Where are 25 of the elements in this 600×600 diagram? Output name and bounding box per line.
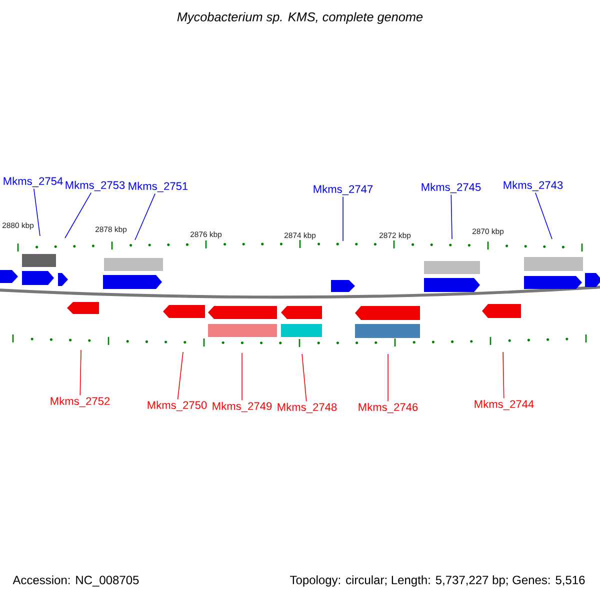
leader-line xyxy=(177,352,184,400)
leader-line xyxy=(535,192,552,240)
gene-label: Mkms_2751 xyxy=(128,182,188,192)
leader-line xyxy=(80,350,82,396)
leader-line xyxy=(502,352,504,399)
leader-line xyxy=(302,354,307,402)
title: Mycobacterium sp. KMS, complete genome xyxy=(177,12,423,24)
gene-label: Mkms_2752 xyxy=(50,396,110,408)
footer-text: Topology: circular; Length: 5,737,227 bp; Genes: 5,516 xyxy=(290,575,585,587)
leader-line xyxy=(450,194,452,240)
gene-label: Mkms_2743 xyxy=(504,180,563,192)
gene-label: Mkms_2745 xyxy=(422,182,481,194)
leader-line xyxy=(33,188,40,236)
gene-label: Mkms_2750 xyxy=(148,400,207,412)
gene-label: Mkms_2753 xyxy=(66,180,125,192)
leader-line xyxy=(134,193,156,240)
gene-label: Mkms_2746 xyxy=(358,402,418,414)
gene-label: Mkms_2754 xyxy=(4,176,63,188)
leader-line xyxy=(64,192,92,238)
gene-label: Mkms_2748 xyxy=(278,402,337,414)
footer-text: Accession: NC_008705 xyxy=(12,575,139,587)
leader-line xyxy=(342,196,344,242)
gene-label: Mkms_2749 xyxy=(212,402,272,412)
gene-label: Mkms_2744 xyxy=(474,400,534,410)
gene-label: Mkms_2747 xyxy=(314,184,373,196)
